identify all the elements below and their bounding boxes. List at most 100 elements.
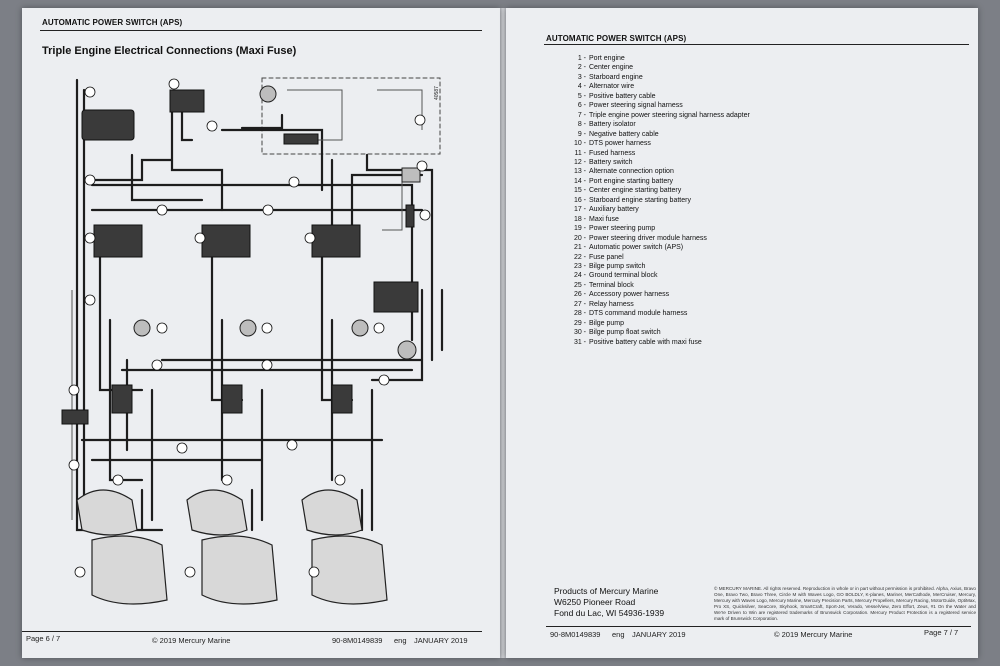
legend-number: 18 - [573,215,586,223]
legend-number: 5 - [577,92,586,100]
page-number: Page 6 / 7 [26,634,61,643]
legend-text: Center engine starting battery [589,187,682,195]
legend-number: 7 - [577,111,586,119]
book-gutter [500,8,506,658]
legend-text: Center engine [589,64,633,72]
legend-item: 1 -Port engine [566,54,750,63]
legend-item: 8 -Battery isolator [566,120,750,129]
legend-item: 31 -Positive battery cable with maxi fus… [566,338,750,347]
legend-item: 10 -DTS power harness [566,139,750,148]
wiring-diagram [61,77,444,605]
legend-number: 25 - [573,281,586,289]
legend-text: Bilge pump [589,319,625,327]
legend-text: Battery switch [589,158,633,166]
date: JANUARY 2019 [414,636,468,645]
legend-number: 30 - [573,329,586,337]
left-page: AUTOMATIC POWER SWITCH (APS) Triple Engi… [22,8,500,658]
legend-number: 26 - [573,291,586,299]
legend-number: 29 - [573,319,586,327]
legend-item: 4 -Alternator wire [566,82,750,91]
page-header: AUTOMATIC POWER SWITCH (APS) [546,34,687,43]
legend-item: 19 -Power steering pump [566,224,750,233]
legend-text: Maxi fuse [589,215,619,223]
copyright: © 2019 Mercury Marine [774,630,853,639]
legend-item: 24 -Ground terminal block [566,271,750,280]
legend-text: DTS command module harness [589,310,688,318]
legend-number: 1 - [577,55,586,62]
legend-item: 11 -Fused harness [566,149,750,158]
legend-number: 15 - [573,187,586,195]
legend-number: 9 - [577,130,586,138]
legal-notice: © MERCURY MARINE. All rights reserved. R… [714,586,976,621]
legend-item: 28 -DTS command module harness [566,309,750,318]
legend-item: 22 -Fuse panel [566,253,750,262]
legend-item: 7 -Triple engine power steering signal h… [566,111,750,120]
legend-item: 30 -Bilge pump float switch [566,328,750,337]
legend-text: Power steering signal harness [589,102,683,110]
legend-number: 8 - [577,121,586,129]
legend-text: Alternator wire [589,83,635,91]
legend-number: 22 - [573,253,586,261]
legend-text: Negative battery cable [589,130,659,138]
legend-number: 23 - [573,262,586,270]
legend-text: Ground terminal block [589,272,658,280]
legend-item: 15 -Center engine starting battery [566,186,750,195]
legend-text: Terminal block [589,281,634,289]
legend-text: Triple engine power steering signal harn… [589,111,750,119]
legend-number: 16 - [573,196,586,204]
legend-number: 3 - [577,73,586,81]
legend-text: Power steering driver module harness [589,234,707,242]
legend-item: 17 -Auxiliary battery [566,205,750,214]
legend-text: Automatic power switch (APS) [589,244,684,252]
legend-text: Auxiliary battery [589,206,639,214]
legend-item: 14 -Port engine starting battery [566,177,750,186]
legend-item: 2 -Center engine [566,63,750,72]
doc-number: 90-8M0149839 [550,630,601,639]
legend-text: Bilge pump switch [589,262,646,270]
legend-text: Fuse panel [589,253,624,261]
footer-rule [22,631,482,632]
legend-item: 23 -Bilge pump switch [566,262,750,271]
legend-item: 27 -Relay harness [566,300,750,309]
legend-item: 3 -Starboard engine [566,73,750,82]
language: eng [612,630,625,639]
legend-number: 2 - [577,64,586,72]
legend-number: 10 - [573,140,586,148]
footer-rule [546,626,971,627]
diagram-title: Triple Engine Electrical Connections (Ma… [42,45,297,57]
legend-item: 26 -Accessory power harness [566,290,750,299]
legend-number: 24 - [573,272,586,280]
legend-item: 13 -Alternate connection option [566,167,750,176]
legend-number: 21 - [573,244,586,252]
legend-item: 20 -Power steering driver module harness [566,234,750,243]
legend-text: Starboard engine [589,73,643,81]
copyright: © 2019 Mercury Marine [152,636,231,645]
legend-number: 17 - [573,206,586,214]
legend-number: 19 - [573,225,586,233]
legend-text: Battery isolator [589,121,636,129]
legend-item: 5 -Positive battery cable [566,92,750,101]
legend-number: 20 - [573,234,586,242]
legend-number: 6 - [577,102,586,110]
legend-text: Starboard engine starting battery [589,196,691,204]
drawing-number: 40587 [434,86,440,100]
legend-number: 28 - [573,310,586,318]
publisher-city: Fond du Lac, WI 54936-1939 [554,608,665,618]
legend-text: Fused harness [589,149,636,157]
publisher-street: W6250 Pioneer Road [554,597,636,607]
legend-text: Port engine [589,55,625,62]
legend-item: 16 -Starboard engine starting battery [566,196,750,205]
legend-number: 14 - [573,177,586,185]
legend-number: 13 - [573,168,586,176]
header-rule [544,44,969,45]
legend-number: 12 - [573,158,586,166]
legend-text: Positive battery cable with maxi fuse [589,338,702,346]
legend-number: 27 - [573,300,586,308]
legend-number: 4 - [577,83,586,91]
header-rule [40,30,482,31]
page-header: AUTOMATIC POWER SWITCH (APS) [42,18,183,27]
right-page: AUTOMATIC POWER SWITCH (APS) 1 -Port eng… [506,8,978,658]
legend-text: Port engine starting battery [589,177,674,185]
legend-item: 12 -Battery switch [566,158,750,167]
